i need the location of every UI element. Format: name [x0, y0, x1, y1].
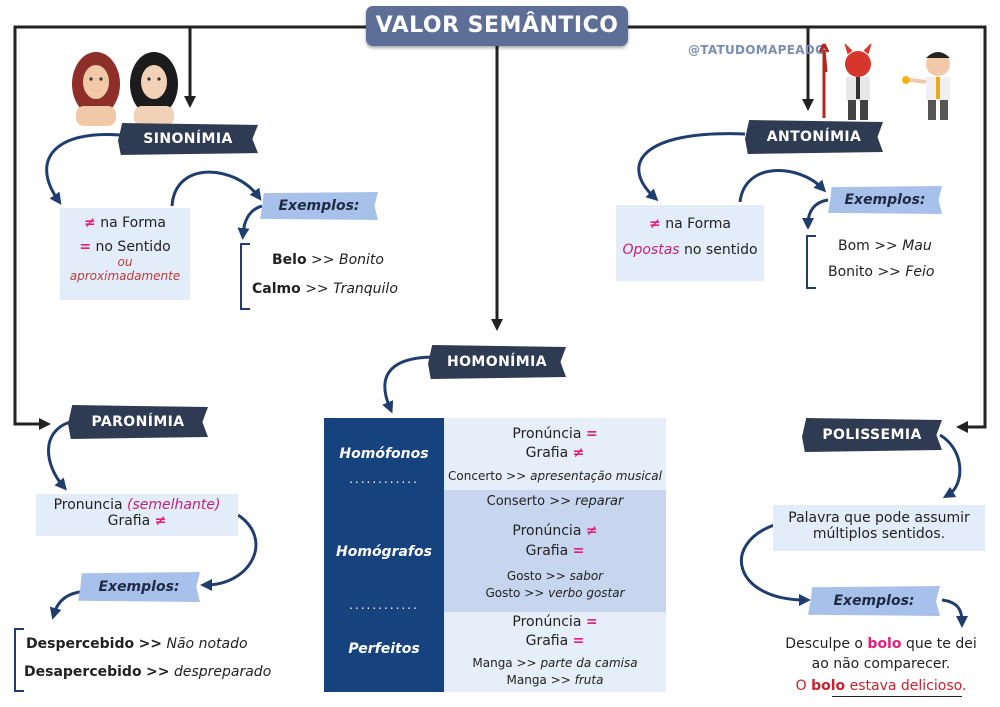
meaning-text: no sentido — [684, 242, 758, 258]
homofonos-example-1: Concerto >> apresentação musical — [448, 469, 662, 483]
paronimia-examples-bracket — [14, 628, 24, 692]
perfeitos-label: Perfeitos — [348, 641, 420, 657]
equal-symbol: = — [79, 239, 92, 255]
homografos-pronuncia: Pronúncia ≠ — [512, 523, 598, 539]
perfeitos-example-2: Manga >> fruta — [506, 673, 604, 687]
polissemia-examples-banner: Exemplos: — [808, 586, 940, 616]
homofonos-label: Homófonos — [339, 446, 429, 462]
sinonimia-examples-bracket — [240, 243, 250, 310]
homografos-grafia: Grafia = — [525, 543, 585, 559]
devil-and-angel-men-illustration — [818, 43, 950, 120]
spelling-text: Grafia — [107, 513, 151, 529]
paronimia-example-2: Desapercebido >> despreparado — [24, 664, 272, 680]
perfeitos-grafia: Grafia = — [525, 633, 585, 649]
underline-rule — [832, 696, 962, 697]
homofonos-grafia: Grafia ≠ — [525, 445, 585, 461]
not-equal-symbol: ≠ — [154, 513, 167, 529]
antonimia-examples-banner: Exemplos: — [828, 186, 942, 214]
paronimia-example-1: Despercebido >> Não notado — [26, 636, 248, 652]
homofonos-example-2: Conserto >> reparar — [486, 494, 624, 509]
two-women-illustration — [72, 52, 178, 126]
polissemia-example-1: Desculpe o bolo que te dei — [785, 636, 977, 652]
homonimia-types-column — [324, 418, 444, 692]
polissemia-definition-box: Palavra que pode assumir múltiplos senti… — [773, 505, 985, 551]
pronunciation-text: Pronuncia — [53, 497, 123, 513]
antonimia-definition-box: ≠ na Forma Opostas no sentido — [616, 205, 764, 281]
divider-dots-2: ............ — [349, 598, 419, 612]
page-title: VALOR SEMÂNTICO — [366, 6, 628, 46]
definition-line-1: Palavra que pode assumir — [788, 510, 970, 526]
perfeitos-pronuncia: Pronúncia = — [512, 614, 598, 630]
sinonimia-example-1: Belo >> Bonito — [272, 252, 384, 268]
definition-line-2: múltiplos sentidos. — [812, 526, 946, 542]
antonimia-examples-bracket — [806, 235, 816, 289]
sinonimia-examples-banner: Exemplos: — [260, 192, 378, 220]
polissemia-example-1-line-2: ao não comparecer. — [811, 656, 951, 672]
homografos-example-1: Gosto >> sabor — [506, 569, 604, 583]
antonimia-example-1: Bom >> Mau — [838, 238, 932, 254]
polissemia-banner: POLISSEMIA — [802, 418, 942, 452]
paronimia-definition-box: Pronuncia (semelhante) Grafia ≠ — [36, 494, 238, 536]
meaning-text: no Sentido — [95, 239, 171, 255]
approximately-text: aproximadamente — [69, 269, 181, 283]
sinonimia-banner: SINONÍMIA — [118, 123, 258, 155]
paronimia-examples-banner: Exemplos: — [78, 572, 200, 602]
not-equal-symbol: ≠ — [84, 215, 96, 231]
homofonos-pronuncia: Pronúncia = — [512, 426, 598, 442]
form-text: na Forma — [100, 215, 166, 231]
sinonimia-definition-box: ≠ na Forma = no Sentido ou aproximadamen… — [60, 208, 190, 300]
antonimia-banner: ANTONÍMIA — [745, 120, 883, 154]
homonimia-banner: HOMONÍMIA — [428, 345, 566, 379]
polissemia-example-2: O bolo estava delicioso. — [795, 678, 967, 694]
not-equal-symbol: ≠ — [649, 216, 661, 232]
perfeitos-example-1: Manga >> parte da camisa — [472, 656, 638, 670]
form-text: na Forma — [665, 216, 731, 232]
divider-dots-1: ............ — [349, 472, 419, 486]
opposite-text: Opostas — [622, 242, 680, 258]
homografos-band — [444, 490, 666, 612]
homografos-label: Homógrafos — [336, 544, 432, 560]
paronimia-banner: PARONÍMIA — [68, 405, 208, 439]
homografos-example-2: Gosto >> verbo gostar — [485, 586, 625, 600]
antonimia-example-2: Bonito >> Feio — [828, 264, 935, 280]
similar-text: (semelhante) — [127, 497, 221, 513]
author-handle: @TATUDOMAPEADO — [688, 43, 826, 57]
sinonimia-example-2: Calmo >> Tranquilo — [252, 281, 398, 297]
or-text: ou — [117, 255, 133, 269]
